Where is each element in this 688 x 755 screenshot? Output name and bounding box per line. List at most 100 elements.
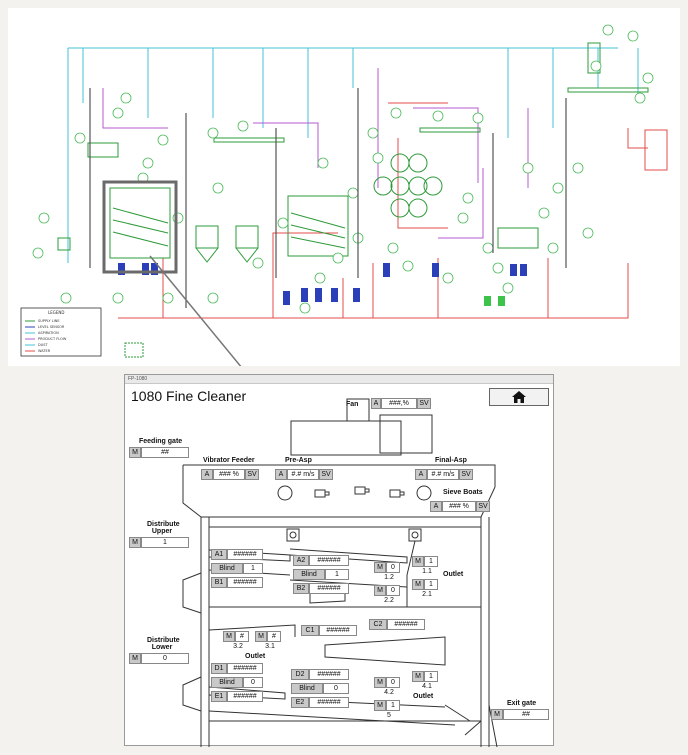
fan-sv-button[interactable]: SV: [417, 398, 431, 409]
deck-d2-value: ######: [309, 669, 349, 680]
distribute-lower-mode-button[interactable]: M: [129, 653, 141, 664]
screen-title: 1080 Fine Cleaner: [131, 388, 247, 404]
outlet-4-2-mode-button[interactable]: M: [374, 677, 386, 688]
feeding-gate-label: Feeding gate: [139, 438, 183, 445]
outlet-2-1-mode-button[interactable]: M: [412, 579, 424, 590]
outlet-label-upper: Outlet: [443, 571, 464, 578]
outlet-4-1-value: 1: [424, 671, 438, 682]
pre-asp-label: Pre-Asp: [285, 457, 312, 464]
deck-e1-value: ######: [227, 691, 263, 702]
deck-b2-value: ######: [309, 583, 349, 594]
exit-gate-label: Exit gate: [507, 700, 537, 707]
pre-asp-sv-button[interactable]: SV: [319, 469, 333, 480]
outlet-label-middle: Outlet: [245, 653, 266, 660]
deck-d1-value: ######: [227, 663, 263, 674]
deck-a-blind-value: 1: [243, 563, 263, 574]
outlet-1-2-id: 1.2: [384, 574, 394, 581]
pre-asp-value: #.# m/s: [287, 469, 319, 480]
feeding-gate-mode-button[interactable]: M: [129, 447, 141, 458]
deck-b1-value: ######: [227, 577, 263, 588]
home-button[interactable]: [489, 388, 549, 406]
deck-d2-tag: D2: [291, 669, 309, 680]
deck-a2-tag: A2: [293, 555, 309, 566]
deck-a1-tag: A1: [211, 549, 227, 560]
outlet-2-1-value: 1: [424, 579, 438, 590]
outlet-2-2-value: 0: [386, 585, 400, 596]
outlet-3-1-id: 3.1: [265, 643, 275, 650]
outlet-4-1-mode-button[interactable]: M: [412, 671, 424, 682]
outlet-5-id: 5: [387, 712, 391, 719]
deck-c1-value: ######: [319, 625, 357, 636]
outlet-2-2-id: 2.2: [384, 597, 394, 604]
deck-a2-value: ######: [309, 555, 349, 566]
fan-mode-button[interactable]: A: [371, 398, 381, 409]
deck-a1-value: ######: [227, 549, 263, 560]
legend-item: ASPIRATION: [38, 331, 59, 335]
exit-gate-value: ##: [503, 709, 549, 720]
outlet-1-2-value: 0: [386, 562, 400, 573]
sieve-boats-sv-button[interactable]: SV: [476, 501, 490, 512]
distribute-lower-value: 0: [141, 653, 189, 664]
sieve-boats-mode-button[interactable]: A: [430, 501, 442, 512]
window-titlebar: FP-1080: [125, 375, 553, 384]
final-asp-mode-button[interactable]: A: [415, 469, 427, 480]
plant-overview-schematic: LEGEND SUPPLY LINE LEVEL SENSOR ASPIRATI…: [8, 8, 680, 366]
highlight-frame: [102, 180, 178, 274]
final-asp-sv-button[interactable]: SV: [459, 469, 473, 480]
outlet-3-1-mode-button[interactable]: M: [255, 631, 267, 642]
sieve-boats-value: ### %: [442, 501, 476, 512]
deck-d1-tag: D1: [211, 663, 227, 674]
deck-e1-tag: E1: [211, 691, 227, 702]
outlet-1-1-mode-button[interactable]: M: [412, 556, 424, 567]
deck-c2-tag: C2: [369, 619, 387, 630]
fine-cleaner-hmi-window: FP-1080 1080 Fine Cleaner: [124, 374, 554, 747]
deck-b1-tag: B1: [211, 577, 227, 588]
fan-speed-value: ###,%: [381, 398, 417, 409]
deck-b2-tag: B2: [293, 583, 309, 594]
distribute-upper-value: 1: [141, 537, 189, 548]
process-flow-diagram: LEGEND SUPPLY LINE LEVEL SENSOR ASPIRATI…: [20, 24, 668, 366]
pre-asp-mode-button[interactable]: A: [275, 469, 287, 480]
outlet-3-1-value: #: [267, 631, 281, 642]
legend-item: SUPPLY LINE: [38, 319, 60, 323]
deck-c2-value: ######: [387, 619, 425, 630]
deck-e2-tag: E2: [291, 697, 309, 708]
deck-c1-tag: C1: [301, 625, 319, 636]
vibrator-feeder-mode-button[interactable]: A: [201, 469, 213, 480]
home-icon: [512, 391, 526, 403]
outlet-2-2-mode-button[interactable]: M: [374, 585, 386, 596]
outlet-4-2-id: 4.2: [384, 689, 394, 696]
final-asp-label: Final-Asp: [435, 457, 467, 464]
outlet-1-1-value: 1: [424, 556, 438, 567]
deck-d-blind-value: 0: [243, 677, 263, 688]
outlet-4-1-id: 4.1: [422, 683, 432, 690]
exit-gate-mode-button[interactable]: M: [491, 709, 503, 720]
outlet-5-value: 1: [386, 700, 400, 711]
vibrator-feeder-value: ### %: [213, 469, 245, 480]
deck-a-blind-tag: Blind: [211, 563, 243, 574]
legend-item: PRODUCT FLOW: [38, 337, 67, 341]
deck-b-blind-tag: Blind: [293, 569, 325, 580]
outlet-1-1-id: 1.1: [422, 568, 432, 575]
legend-item: WATER: [38, 349, 51, 353]
fan-label: Fan: [346, 401, 359, 408]
legend-title: LEGEND: [48, 310, 64, 315]
distribute-upper-mode-button[interactable]: M: [129, 537, 141, 548]
legend-item: DUST: [38, 343, 48, 347]
deck-b-blind-value: 1: [325, 569, 349, 580]
deck-d-blind-tag: Blind: [211, 677, 243, 688]
outlet-1-2-mode-button[interactable]: M: [374, 562, 386, 573]
vibrator-feeder-sv-button[interactable]: SV: [245, 469, 259, 480]
deck-e-blind-value: 0: [323, 683, 349, 694]
outlet-3-2-id: 3.2: [233, 643, 243, 650]
machine-drawing: [182, 398, 498, 747]
outlet-4-2-value: 0: [386, 677, 400, 688]
final-asp-value: #.# m/s: [427, 469, 459, 480]
outlet-3-2-mode-button[interactable]: M: [223, 631, 235, 642]
outlet-3-2-value: #: [235, 631, 249, 642]
sieve-boats-label: Sieve Boats: [443, 489, 483, 496]
outlet-5-mode-button[interactable]: M: [374, 700, 386, 711]
legend-item: LEVEL SENSOR: [38, 325, 65, 329]
